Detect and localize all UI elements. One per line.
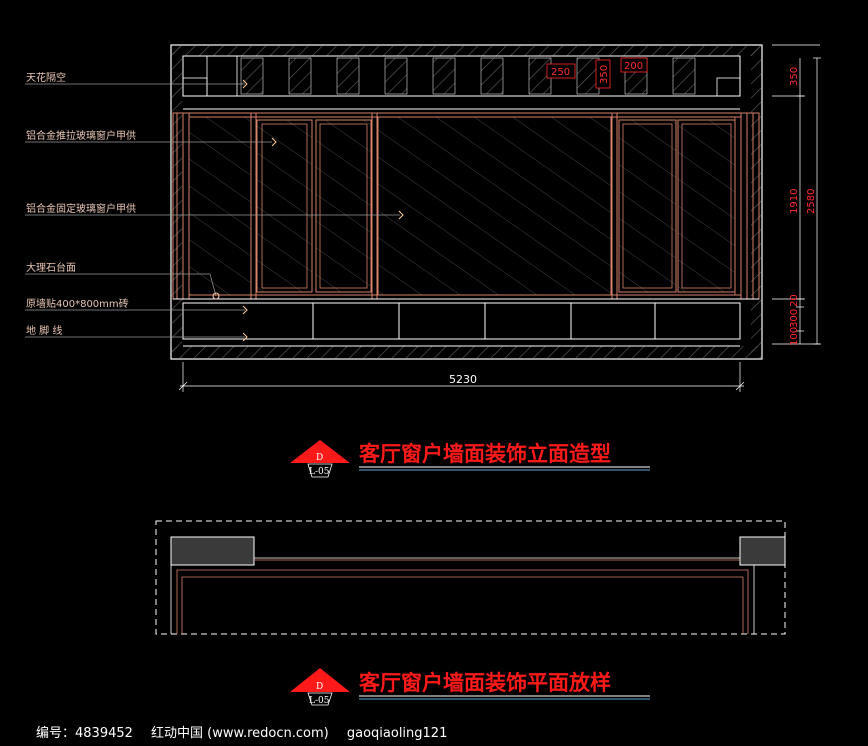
right-dimension-lines [772, 44, 821, 345]
dim-350-right: 350 [789, 67, 800, 86]
dim-200: 200 [624, 61, 643, 72]
dim-1910: 1910 [789, 189, 800, 214]
dim-300: 300 [789, 309, 800, 328]
plan-tag-code: L-05 [309, 696, 330, 706]
elevation-title-block: D L-05 客厅窗户墙面装饰立面造型 [290, 440, 650, 478]
dim-100: 100 [789, 327, 800, 346]
plan-view [155, 520, 786, 635]
footer-site: 红动中国 (www.redocn.com) [151, 726, 329, 741]
label-wall-tile: 原墙贴400*800mm砖 [26, 297, 129, 310]
wall-outline [170, 44, 763, 360]
label-skirting: 地 脚 线 [26, 324, 62, 337]
dim-350-top: 350 [599, 65, 610, 84]
elevation-tag-code: L-05 [309, 467, 330, 477]
plan-title-block: D L-05 客厅窗户墙面装饰平面放样 [290, 668, 650, 706]
sill-and-wainscot [173, 298, 759, 347]
dim-250: 250 [551, 67, 570, 78]
plan-tag-letter: D [316, 682, 323, 692]
leader-arrows [212, 79, 404, 342]
label-ceiling-gap: 天花隔空 [26, 71, 66, 84]
leader-lines [25, 83, 400, 338]
ceiling-band [173, 55, 759, 114]
elevation-title: 客厅窗户墙面装饰立面造型 [359, 442, 611, 466]
label-fixed-window: 铝合金固定玻璃窗户甲供 [26, 202, 136, 215]
dim-5230: 5230 [449, 373, 477, 386]
elevation-view: 天花隔空 铝合金推拉玻璃窗户甲供 铝合金固定玻璃窗户甲供 大理石台面 原墙贴40… [25, 44, 821, 392]
dim-20: 20 [789, 294, 800, 307]
footer-user: gaoqiaoling121 [346, 726, 448, 741]
footer-code: 编号：4839452 [36, 726, 133, 741]
width-dimension-line [178, 362, 745, 392]
glass-panes [188, 116, 742, 296]
top-dimension-boxes [546, 57, 648, 89]
label-marble-sill: 大理石台面 [26, 261, 76, 274]
elevation-tag-letter: D [316, 453, 323, 463]
plan-left-column [170, 536, 255, 566]
plan-right-column [739, 536, 786, 566]
watermark-footer: 编号：4839452 红动中国 (www.redocn.com) gaoqiao… [36, 722, 461, 741]
plan-dashed-boundary [155, 520, 786, 635]
label-sliding-window: 铝合金推拉玻璃窗户甲供 [26, 129, 136, 142]
plan-title: 客厅窗户墙面装饰平面放样 [359, 671, 611, 695]
dim-2580: 2580 [806, 189, 817, 214]
